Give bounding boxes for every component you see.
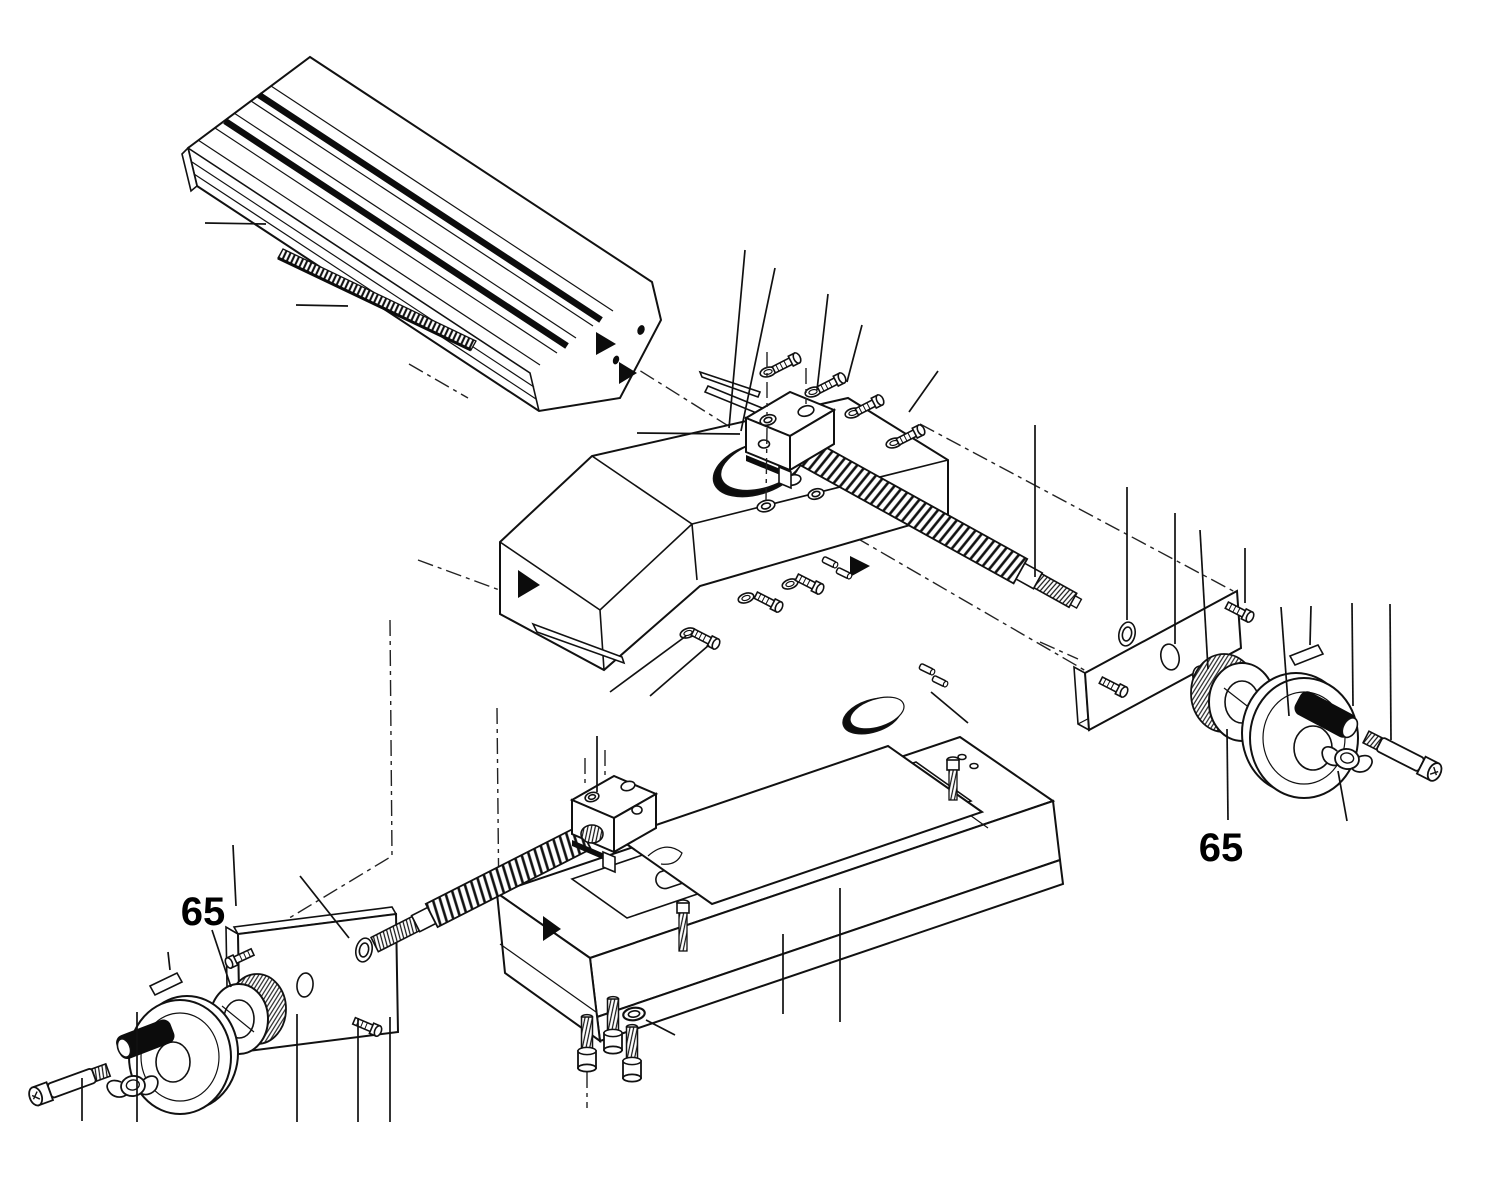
left-handwheel	[128, 995, 239, 1115]
base-wall-hardware	[917, 662, 979, 801]
dowel-pin	[930, 674, 950, 689]
gib-strip-long	[531, 622, 626, 665]
base-pocket-screw-right	[946, 756, 960, 801]
right-leader-lines	[1034, 425, 1392, 822]
base-mounting-screws	[577, 995, 676, 1083]
upper-nut-block	[743, 390, 837, 490]
dovetail-mark	[850, 556, 870, 577]
dowel-pin	[820, 555, 840, 570]
scale-strip	[277, 248, 477, 352]
lower-nut-block	[569, 736, 659, 874]
left-leader-lines	[81, 844, 391, 1122]
left-scale-sticker	[148, 971, 184, 997]
leadscrew-spring-section	[1032, 572, 1078, 609]
callout-65-right: 65	[1199, 826, 1244, 870]
left-handwheel-handle	[116, 1019, 175, 1060]
table-leader-lines	[204, 222, 349, 307]
t-slot-end-mark	[596, 332, 616, 355]
t-slot-groove	[223, 118, 569, 349]
base-pocket-screw-left	[676, 899, 690, 952]
right-handwheel-screw	[1360, 727, 1446, 785]
handwheel-hub	[155, 1041, 191, 1083]
right-end-plate	[1073, 589, 1257, 732]
top-leader-lines	[728, 249, 939, 432]
plate-hole	[1159, 643, 1181, 671]
base-leader-lines	[782, 888, 841, 1022]
right-scale-sticker	[1288, 643, 1325, 667]
saddle-top-holes	[756, 473, 825, 513]
threaded-bore	[580, 824, 604, 844]
upper-gib-strips	[698, 370, 764, 416]
right-handwheel-handle	[1294, 691, 1359, 739]
left-handwheel-screw	[25, 1060, 113, 1109]
t-slot-groove	[257, 92, 603, 323]
upper-leadscrew-washer	[1117, 621, 1137, 647]
cover-plate	[615, 744, 985, 906]
t-slot-end-mark	[619, 362, 637, 384]
dovetail-mark	[518, 570, 540, 598]
saddle-leader-lines	[609, 432, 741, 697]
t-slot-table	[181, 55, 663, 413]
plate-hole	[296, 972, 314, 998]
dowel-pin	[917, 662, 937, 677]
dovetail-mark	[543, 916, 561, 941]
cross-slide-saddle	[499, 396, 949, 672]
callout-65-left: 65	[181, 890, 226, 934]
upper-block-axis-marks	[765, 352, 807, 501]
